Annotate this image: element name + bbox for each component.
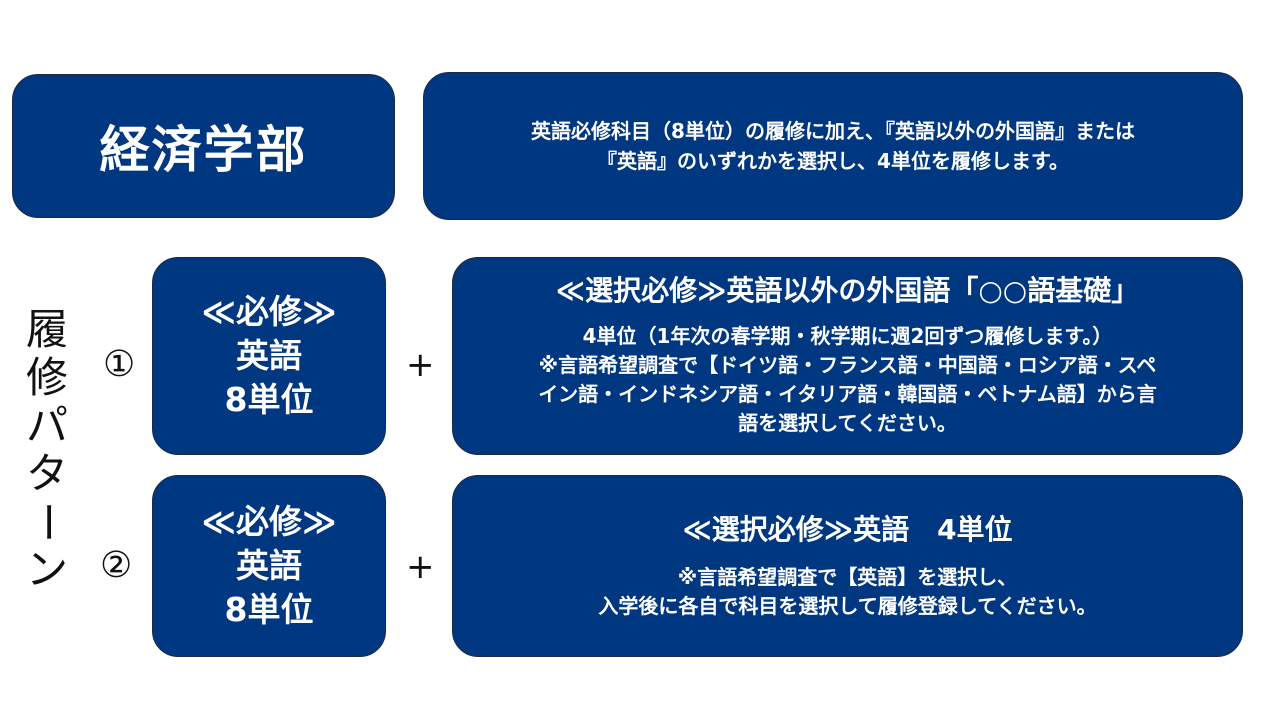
department-box: 経済学部 [12,74,395,218]
description-text: 英語必修科目（8単位）の履修に加え、『英語以外の外国語』または 『英語』のいずれ… [531,116,1135,176]
elective-body: 4単位（1年次の春学期・秋学期に週2回ずつ履修します。） ※言語希望調査で【ドイ… [538,322,1157,438]
required-label: ≪必修≫ [201,502,337,541]
required-credits: 8単位 [224,380,314,419]
elective-title: ≪選択必修≫英語以外の外国語「○○語基礎」 [555,274,1140,307]
plus-sign-1: + [406,345,435,385]
vertical-label-char: ー [22,500,72,544]
elective-box-1: ≪選択必修≫英語以外の外国語「○○語基礎」 4単位（1年次の春学期・秋学期に週2… [452,257,1243,455]
elective-line: ※言語希望調査で【ドイツ語・フランス語・中国語・ロシア語・スペ [538,353,1157,377]
department-title: 経済学部 [99,121,308,179]
vertical-label-char: ン [25,545,68,594]
elective-line: ※言語希望調査で【英語】を選択し、 [677,565,1018,589]
elective-line: イン語・インドネシア語・イタリア語・韓国語・ベトナム語】から言 [538,382,1157,406]
elective-body: ※言語希望調査で【英語】を選択し、 入学後に各自で科目を選択して履修登録してくだ… [598,563,1096,621]
elective-title: ≪選択必修≫英語 4単位 [682,513,1013,546]
elective-box-2: ≪選択必修≫英語 4単位 ※言語希望調査で【英語】を選択し、 入学後に各自で科目… [452,475,1243,657]
description-line: 『英語』のいずれかを選択し、4単位を履修します。 [597,149,1069,173]
vertical-label-char: パ [25,401,68,450]
required-label: ≪必修≫ [201,292,337,331]
description-line: 英語必修科目（8単位）の履修に加え、『英語以外の外国語』または [531,119,1135,143]
required-credits: 8単位 [224,590,314,629]
description-box: 英語必修科目（8単位）の履修に加え、『英語以外の外国語』または 『英語』のいずれ… [423,72,1243,220]
vertical-label-char: 履 [25,305,68,354]
elective-line: 入学後に各自で科目を選択して履修登録してください。 [598,594,1097,618]
required-subject: 英語 [236,336,302,375]
vertical-label-char: タ [25,449,68,498]
pattern-vertical-label: 履 修 パ タ ー ン [22,306,72,594]
required-subject: 英語 [236,546,302,585]
required-english-box-2: ≪必修≫ 英語 8単位 [152,475,386,657]
vertical-label-char: 修 [25,353,68,402]
required-english-box-1: ≪必修≫ 英語 8単位 [152,257,386,455]
elective-line: 4単位（1年次の春学期・秋学期に週2回ずつ履修します。） [582,324,1113,348]
plus-sign-2: + [406,547,435,587]
elective-line: 語を選択してください。 [738,411,957,435]
pattern-number-1: ① [103,344,136,385]
pattern-number-2: ② [100,545,133,586]
